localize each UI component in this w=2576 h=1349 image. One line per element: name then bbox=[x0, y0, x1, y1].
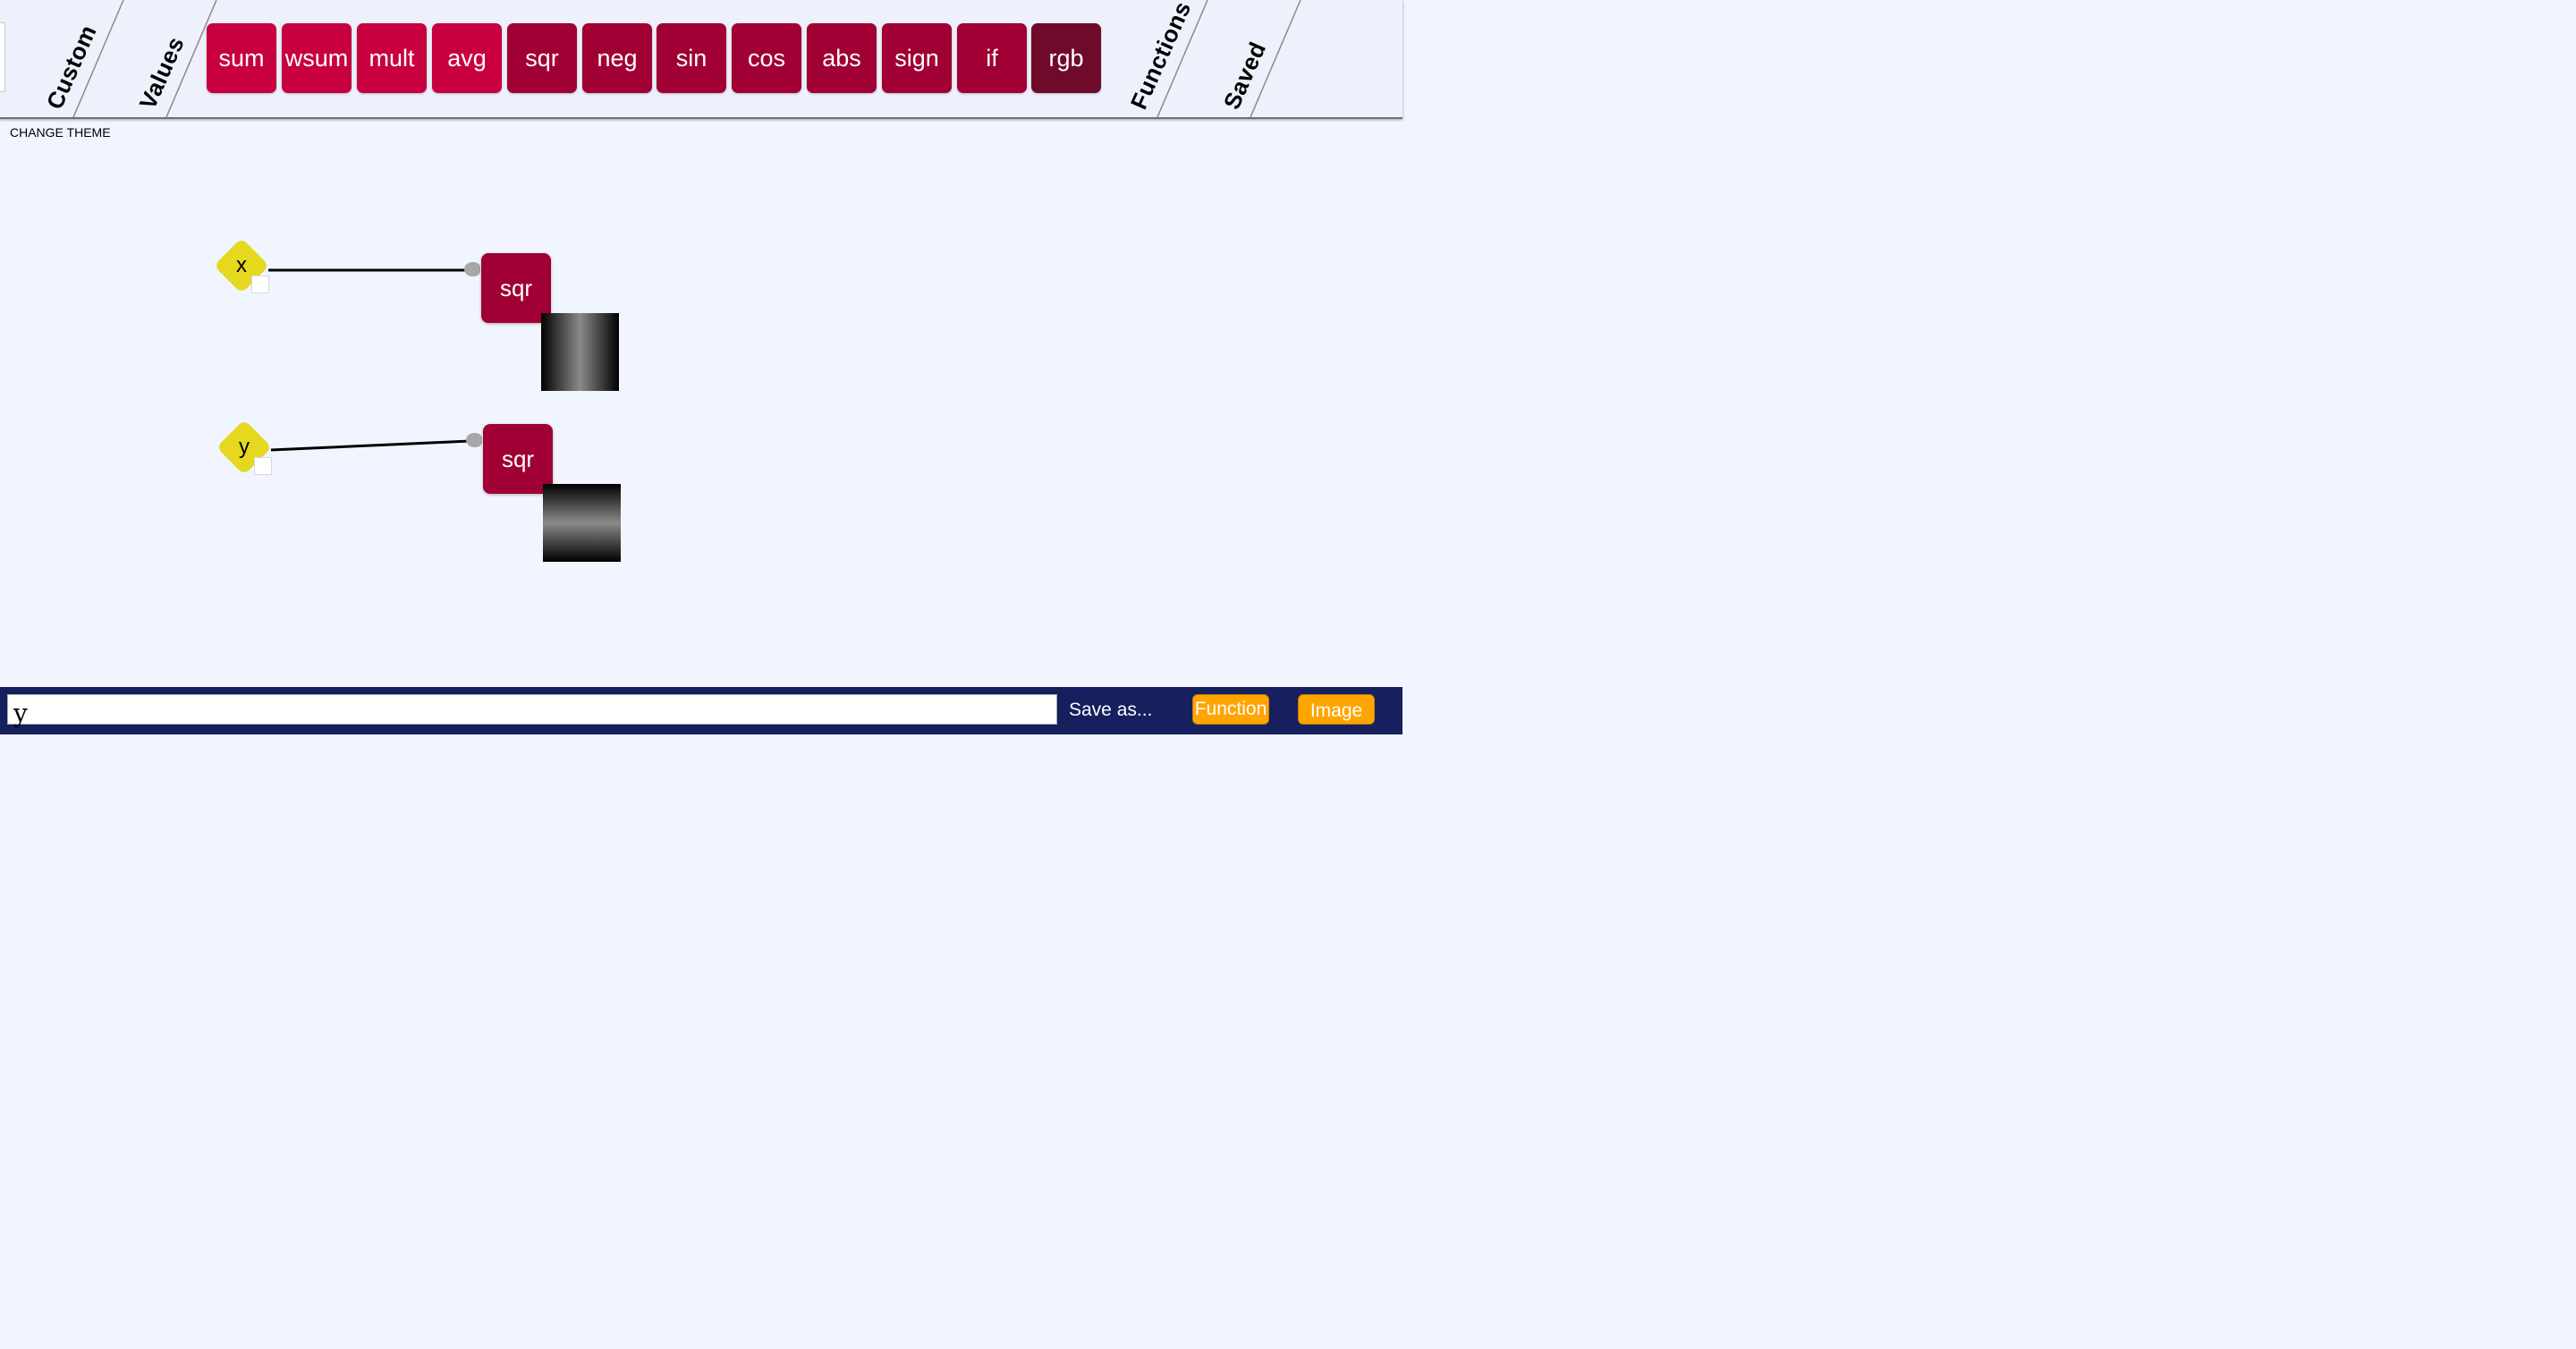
function-button-wsum[interactable]: wsum bbox=[282, 23, 352, 93]
tab-values-divider bbox=[165, 0, 217, 117]
output-handle[interactable] bbox=[251, 276, 269, 293]
function-button-sqr[interactable]: sqr bbox=[507, 23, 577, 93]
function-button-cos[interactable]: cos bbox=[732, 23, 801, 93]
input-port[interactable] bbox=[466, 433, 482, 447]
function-button-neg[interactable]: neg bbox=[582, 23, 652, 93]
input-port[interactable] bbox=[464, 262, 480, 276]
bottom-bar: y Save as... Function Image bbox=[0, 687, 1402, 734]
function-button-rgb[interactable]: rgb bbox=[1031, 23, 1101, 93]
function-button-abs[interactable]: abs bbox=[807, 23, 877, 93]
variable-node-x[interactable]: x bbox=[213, 237, 270, 294]
function-button-if[interactable]: if bbox=[957, 23, 1027, 93]
workspace-canvas[interactable]: x sqr y sqr bbox=[0, 119, 1402, 687]
function-toolbar: Custom Values sum wsum mult avg sqr neg … bbox=[0, 0, 1402, 119]
connection-layer bbox=[268, 268, 471, 452]
tab-custom[interactable]: Custom bbox=[36, 0, 125, 117]
preview-image-x-squared bbox=[541, 313, 619, 391]
tab-custom-divider bbox=[72, 0, 124, 117]
variable-node-label: y bbox=[239, 435, 250, 459]
save-image-button[interactable]: Image bbox=[1298, 694, 1375, 725]
function-node-sqr-2[interactable]: sqr bbox=[483, 424, 553, 494]
function-node-sqr-1[interactable]: sqr bbox=[481, 253, 551, 323]
function-button-sign[interactable]: sign bbox=[882, 23, 952, 93]
save-name-input[interactable]: y bbox=[7, 694, 1057, 728]
function-button-avg[interactable]: avg bbox=[432, 23, 502, 93]
function-button-sin[interactable]: sin bbox=[657, 23, 726, 93]
function-button-mult[interactable]: mult bbox=[357, 23, 427, 93]
preview-image-y-squared bbox=[543, 484, 621, 562]
tab-saved[interactable]: Saved bbox=[1213, 0, 1302, 117]
save-as-label: Save as... bbox=[1069, 700, 1153, 720]
variable-node-y[interactable]: y bbox=[216, 419, 273, 476]
connection-y-to-sqr[interactable] bbox=[270, 439, 471, 452]
tab-saved-divider bbox=[1250, 0, 1301, 117]
change-theme-link[interactable]: CHANGE THEME bbox=[10, 125, 111, 140]
custom-panel-edge[interactable] bbox=[0, 22, 5, 92]
tab-functions[interactable]: Functions bbox=[1120, 0, 1209, 117]
function-button-sum[interactable]: sum bbox=[207, 23, 276, 93]
variable-node-label: x bbox=[236, 253, 247, 277]
save-function-button[interactable]: Function bbox=[1192, 694, 1269, 725]
output-handle[interactable] bbox=[254, 457, 272, 475]
tab-values[interactable]: Values bbox=[129, 0, 218, 117]
tab-functions-divider bbox=[1157, 0, 1208, 117]
